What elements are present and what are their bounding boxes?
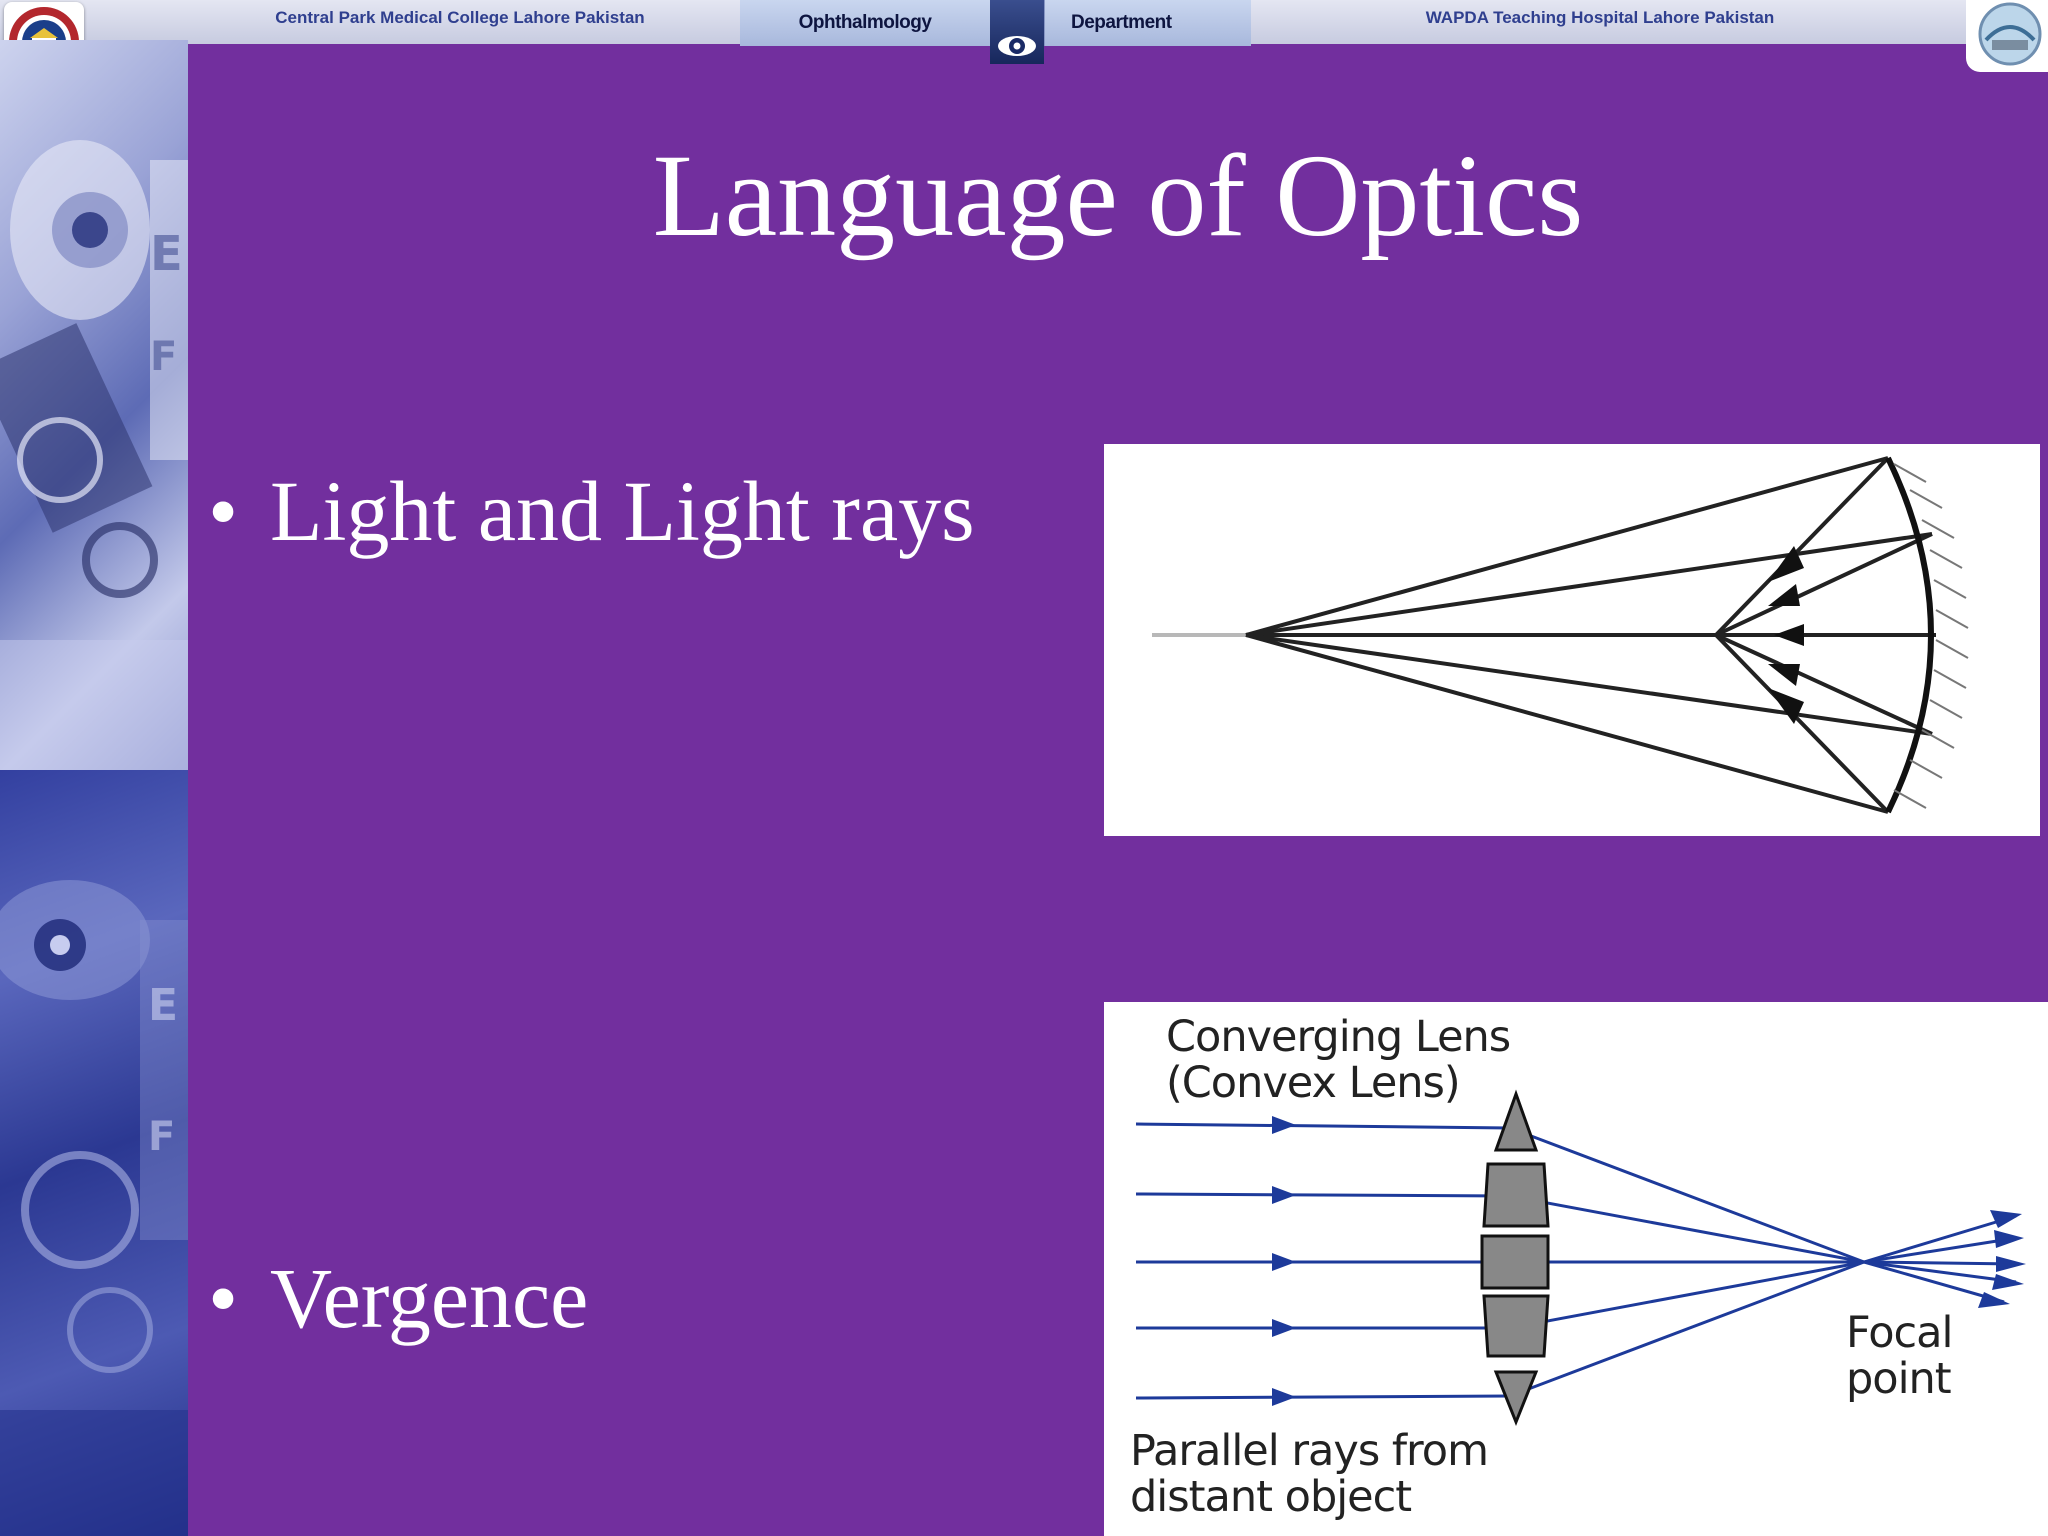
slide-title: Language of Optics [652,130,1584,261]
hospital-name: WAPDA Teaching Hospital Lahore Pakistan [1425,8,1775,27]
college-name: Central Park Medical College Lahore Paki… [275,8,645,27]
focal-line2: point [1846,1354,1952,1404]
eye-icon [990,0,1044,64]
bullet-light-rays: • Light and Light rays [190,463,975,559]
svg-text:F: F [150,334,177,380]
bullet-vergence: • Vergence [190,1250,588,1346]
bullet-marker: • [208,463,239,559]
svg-text:E: E [148,980,178,1031]
focal-line1: Focal [1846,1308,1953,1358]
parallel-line1: Parallel rays from [1130,1426,1489,1476]
svg-text:F: F [148,1114,175,1160]
lens-title-line1: Converging Lens [1166,1012,1511,1062]
ophthalmology-label: Ophthalmology [798,12,932,33]
hospital-logo [1966,0,2048,72]
svg-text:E: E [150,226,183,282]
bullet-text: Light and Light rays [270,463,975,559]
bullet-marker: • [208,1250,239,1346]
department-label: Department [1071,12,1172,33]
side-image-ophthalmic-instruments: E F [0,770,188,1536]
bullet-text: Vergence [270,1250,589,1346]
lens-title-line2: (Convex Lens) [1166,1058,1461,1108]
concave-mirror-diagram [1104,444,2040,836]
side-image-eye-chart: E F [0,40,188,770]
ophthalmology-tab: Ophthalmology [740,0,991,46]
lens-title-label: Converging Lens(Convex Lens) [1166,1012,1511,1108]
parallel-line2: distant object [1130,1472,1412,1522]
department-tab: Department [1044,0,1251,46]
